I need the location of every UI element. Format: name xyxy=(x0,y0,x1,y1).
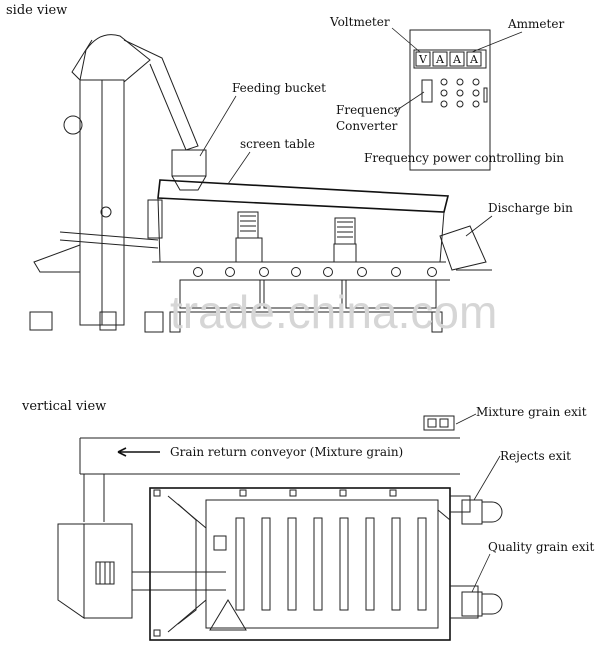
label-mixture-grain-exit: Mixture grain exit xyxy=(476,405,587,419)
label-converter: Converter xyxy=(336,119,398,133)
exit-chutes xyxy=(461,499,503,617)
deck-bolts xyxy=(153,489,397,637)
return-conveyor xyxy=(79,415,460,475)
label-feeding-bucket: Feeding bucket xyxy=(232,81,326,95)
screen-table xyxy=(59,179,492,271)
label-quality-grain-exit: Quality grain exit xyxy=(488,540,594,554)
label-grain-return-conveyor: Grain return conveyor (Mixture grain) xyxy=(170,445,403,459)
vertical-view-title: vertical view xyxy=(21,399,106,414)
control-knobs xyxy=(440,78,480,108)
screen-deck xyxy=(149,487,479,641)
label-ammeter: Ammeter xyxy=(507,17,564,31)
meter-face-current-2: A xyxy=(452,53,462,66)
roller-row xyxy=(169,267,450,333)
elevator-base xyxy=(57,474,226,619)
meter-face-current-1: A xyxy=(435,53,445,66)
meter-face-voltage: V xyxy=(418,53,428,66)
screen-slots xyxy=(235,517,427,611)
side-view-title: side view xyxy=(6,3,67,18)
label-voltmeter: Voltmeter xyxy=(329,15,390,29)
label-screen-table: screen table xyxy=(240,137,315,151)
feeding-bucket xyxy=(171,149,207,191)
label-frequency-power-bin: Frequency power controlling bin xyxy=(364,151,564,165)
bucket-elevator xyxy=(29,34,199,333)
label-rejects-exit: Rejects exit xyxy=(500,449,571,463)
control-cabinet: V A A A xyxy=(409,29,491,171)
watermark-text: trade.china.com xyxy=(170,286,497,338)
label-frequency: Frequency xyxy=(336,103,401,117)
meter-face-current-3: A xyxy=(469,53,479,66)
label-discharge-bin: Discharge bin xyxy=(488,201,573,215)
